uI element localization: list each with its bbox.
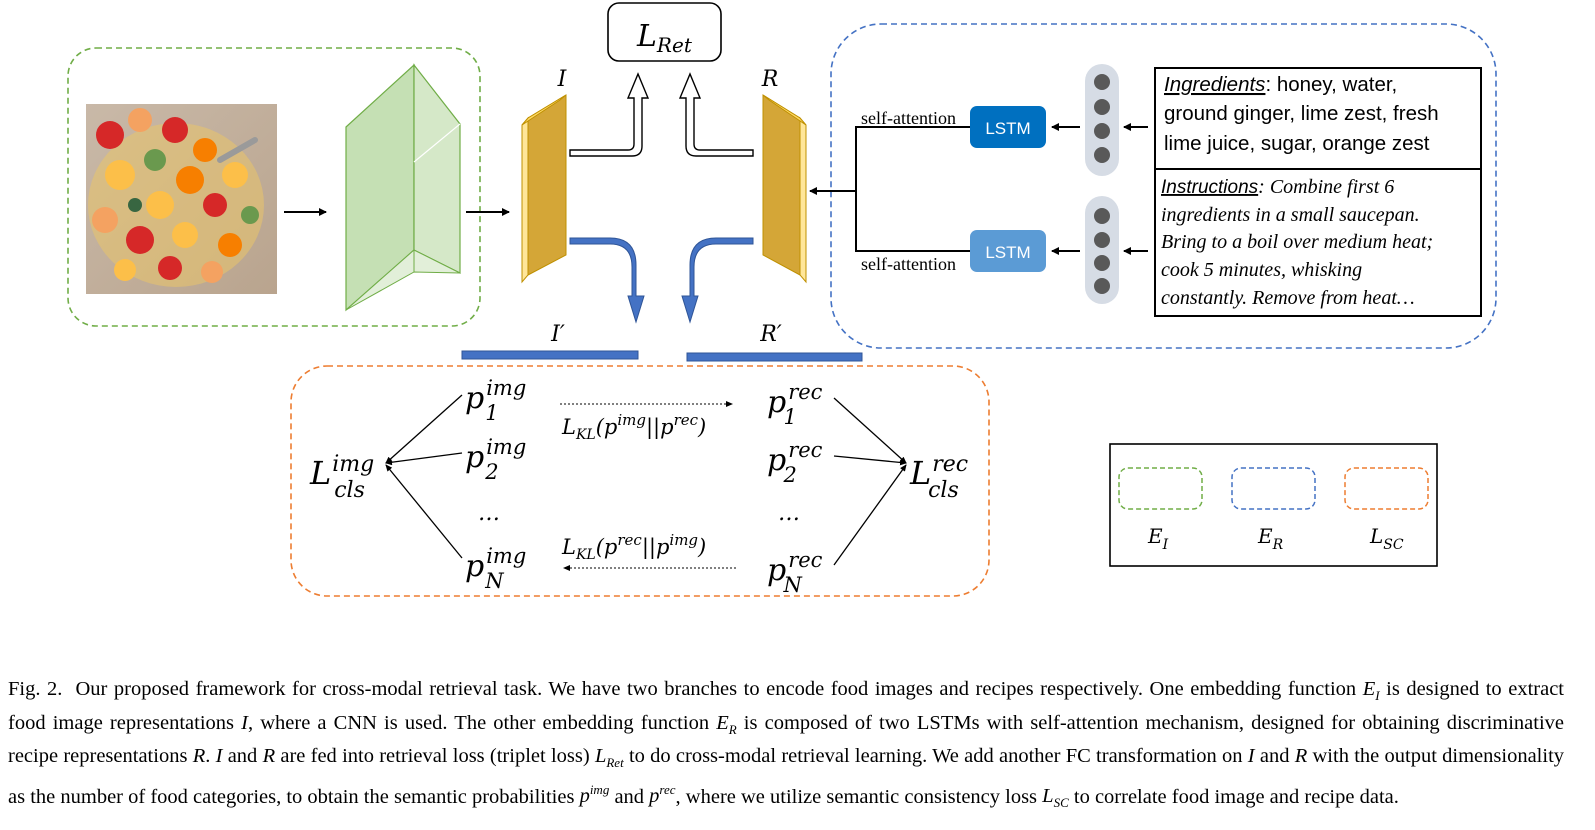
arrow-R-to-Lret <box>678 72 754 157</box>
ingredients-line-3: lime juice, sugar, orange zest <box>1164 132 1430 155</box>
legend-swatch-EI <box>1118 467 1203 510</box>
recipe-text-box <box>1154 67 1482 317</box>
ingredients-line-1: Ingredients: honey, water, <box>1164 73 1397 96</box>
label-R: R <box>761 67 779 92</box>
instructions-line-4: cook 5 minutes, whisking <box>1161 259 1362 281</box>
legend-label-LSC: LSC <box>1369 524 1404 553</box>
label-R-prime: R′ <box>759 322 782 347</box>
cnn-block <box>345 63 461 312</box>
recipe-encoder-box <box>830 23 1497 349</box>
image-encoder-box <box>67 47 481 327</box>
food-image <box>86 104 277 294</box>
arrow-I-to-Iprime <box>569 237 645 324</box>
bar-R-prime <box>686 352 863 362</box>
instructions-line-1: Instructions: Combine first 6 <box>1161 176 1394 198</box>
instruction-token-vectors <box>1085 196 1119 304</box>
legend-label-ER: ER <box>1257 524 1284 553</box>
bar-I-prime <box>461 350 639 360</box>
self-attention-label-bottom: self-attention <box>861 254 956 274</box>
instructions-line-5: constantly. Remove from heat… <box>1161 287 1415 309</box>
lstm-top <box>970 106 1046 148</box>
label-I-prime: I′ <box>550 322 565 347</box>
retrieval-loss-label: LRet <box>636 19 693 57</box>
figure-caption: Fig. 2. Our proposed framework for cross… <box>8 678 1565 811</box>
instructions-line-2: ingredients in a small saucepan. <box>1161 204 1420 226</box>
ingredients-line-2: ground ginger, lime zest, fresh <box>1164 102 1439 125</box>
kl-rec-img: LKL(prec||pimg) <box>561 531 706 563</box>
lstm-bottom-label: LSTM <box>985 243 1030 262</box>
retrieval-loss-box <box>607 2 722 62</box>
instructions-line-3: Bring to a boil over medium heat; <box>1161 231 1433 253</box>
p-rec-ellipsis: … <box>778 501 800 526</box>
self-attention-label-top: self-attention <box>861 108 956 128</box>
arrow-R-to-Rprime <box>681 237 754 324</box>
lstm-bottom <box>970 230 1046 272</box>
framework-diagram: I R LRet I′ R′ self-attention self-atten… <box>67 2 1497 597</box>
caption-fig-number: Fig. 2. <box>8 678 63 700</box>
legend-label-EI: EI <box>1147 524 1169 553</box>
ingredient-token-vectors <box>1085 64 1119 176</box>
legend-swatch-LSC <box>1344 467 1429 510</box>
kl-img-rec: LKL(pimg||prec) <box>561 411 706 443</box>
legend-swatch-ER <box>1231 467 1316 510</box>
semantic-consistency-box <box>290 365 990 597</box>
label-I: I <box>557 67 568 92</box>
arrow-I-to-Lret <box>569 72 650 157</box>
legend-box <box>1109 443 1438 567</box>
p-img-ellipsis: … <box>478 501 500 526</box>
recipe-embedding-R <box>762 94 807 284</box>
lstm-top-label: LSTM <box>985 119 1030 138</box>
image-embedding-I <box>521 94 567 284</box>
